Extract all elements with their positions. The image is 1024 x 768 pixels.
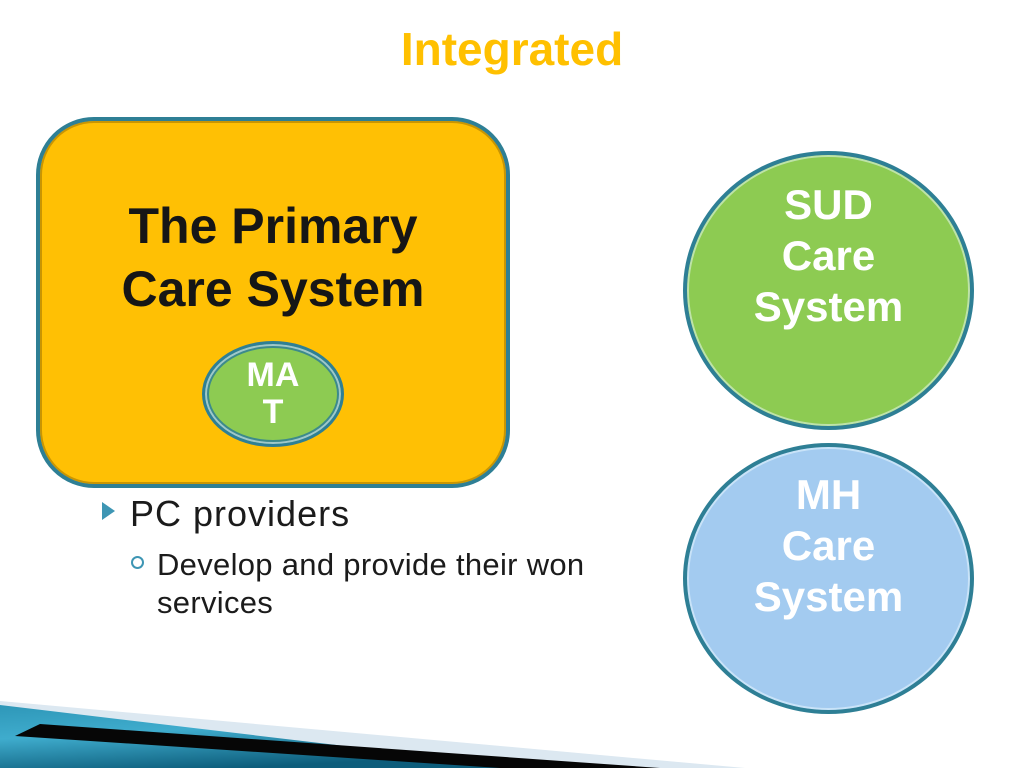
sud-care-system-label: SUD Care System	[753, 181, 904, 330]
mh-care-system-label: MH Care System	[753, 471, 904, 620]
swoosh-black-band	[15, 724, 660, 768]
swoosh-teal-band	[0, 705, 530, 768]
swoosh-pale-band	[0, 701, 745, 768]
bullet-item: PC providers	[100, 493, 637, 535]
slide-title: Integrated	[400, 23, 624, 75]
primary-care-system-label: The Primary Care System	[121, 198, 425, 317]
bullet-item-text: PC providers	[130, 493, 351, 534]
sud-care-system-circle: SUD Care System	[683, 151, 974, 430]
primary-care-system-box: The Primary Care System MA T	[36, 117, 510, 488]
bullet-list: PC providers Develop and provide their w…	[100, 493, 637, 622]
circle-outline-icon	[131, 556, 144, 569]
sub-bullet-item-text: Develop and provide their won services	[157, 547, 585, 620]
triangle-right-icon	[102, 502, 115, 520]
mat-label: MA T	[246, 356, 300, 431]
sub-bullet-item: Develop and provide their won services	[131, 546, 637, 622]
mat-ellipse: MA T	[202, 341, 344, 447]
mh-care-system-circle: MH Care System	[683, 443, 974, 714]
